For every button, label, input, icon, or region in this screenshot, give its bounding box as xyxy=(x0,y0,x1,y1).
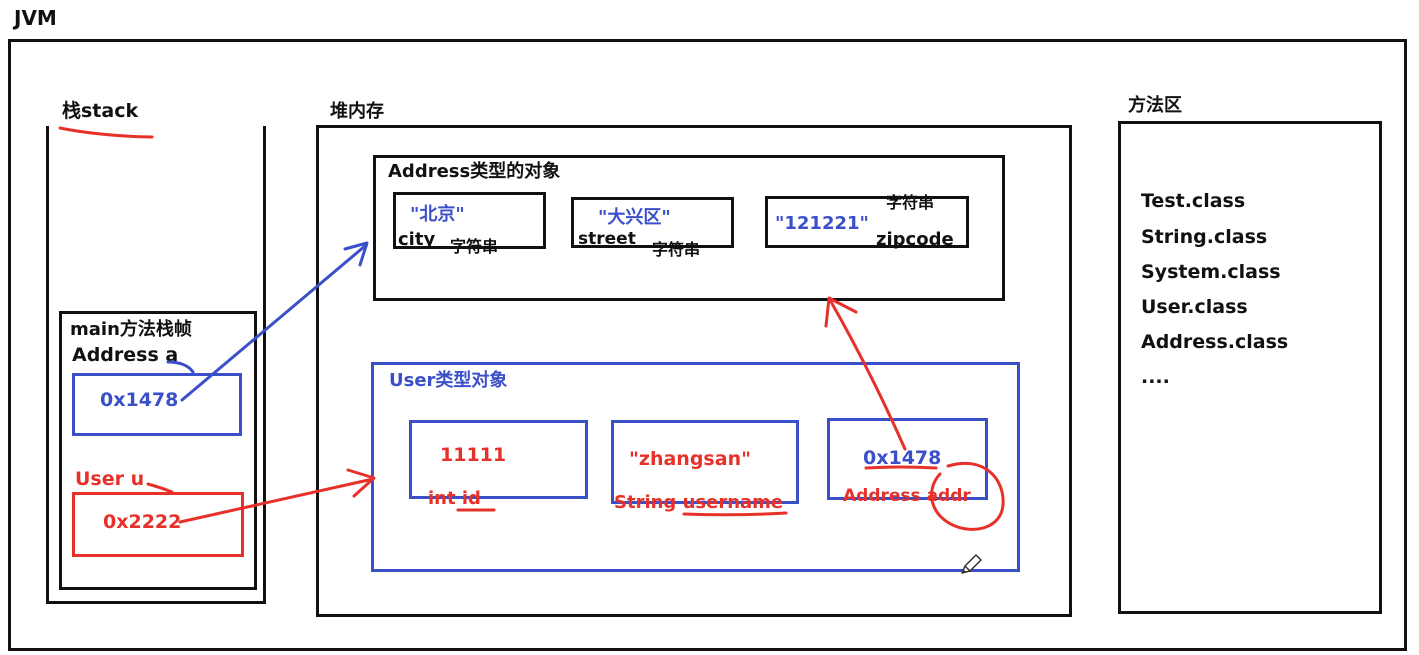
class-item: .... xyxy=(1141,366,1170,388)
street-field-box xyxy=(571,197,734,248)
id-label: int id xyxy=(428,488,481,509)
street-type: 字符串 xyxy=(652,240,701,259)
username-field-box xyxy=(611,420,799,504)
city-value: "北京" xyxy=(410,204,465,225)
class-item: Address.class xyxy=(1141,331,1289,353)
id-field-box xyxy=(409,420,588,499)
user-object-title: User类型对象 xyxy=(389,370,508,391)
method-area-container xyxy=(1118,121,1382,614)
main-stack-frame xyxy=(59,311,257,590)
jvm-container xyxy=(8,39,1407,651)
class-item: User.class xyxy=(1141,296,1248,318)
street-name: street xyxy=(578,229,636,249)
city-field-box xyxy=(393,192,546,249)
address-object-title: Address类型的对象 xyxy=(388,161,561,182)
zipcode-value: "121221" xyxy=(775,213,869,234)
zipcode-name: zipcode xyxy=(876,229,954,250)
city-type: 字符串 xyxy=(450,237,499,256)
class-item: Test.class xyxy=(1141,190,1246,212)
method-area-title: 方法区 xyxy=(1128,95,1182,116)
class-item: String.class xyxy=(1141,226,1268,248)
username-label: String username xyxy=(614,492,784,513)
zipcode-field-box xyxy=(765,196,969,248)
address-var-value: 0x1478 xyxy=(100,389,179,411)
main-frame-title: main方法栈帧 xyxy=(70,319,192,340)
address-var-box xyxy=(72,373,242,436)
id-value: 11111 xyxy=(440,444,507,466)
user-var-label: User u xyxy=(75,468,145,490)
user-object-box xyxy=(371,362,1020,572)
username-value: "zhangsan" xyxy=(629,448,751,470)
jvm-title: JVM xyxy=(14,6,57,30)
addr-field-box xyxy=(827,418,988,500)
stack-title: 栈stack xyxy=(62,100,139,122)
class-item: System.class xyxy=(1141,261,1281,283)
address-var-label: Address a xyxy=(72,344,179,366)
city-name: city xyxy=(398,229,436,250)
address-object-box xyxy=(373,155,1005,301)
street-value: "大兴区" xyxy=(598,207,671,228)
addr-value: 0x1478 xyxy=(863,447,942,469)
user-var-box xyxy=(72,492,244,557)
addr-label: Address addr xyxy=(843,486,971,506)
user-var-value: 0x2222 xyxy=(103,511,182,533)
zipcode-type: 字符串 xyxy=(886,193,935,212)
heap-title: 堆内存 xyxy=(330,101,384,122)
